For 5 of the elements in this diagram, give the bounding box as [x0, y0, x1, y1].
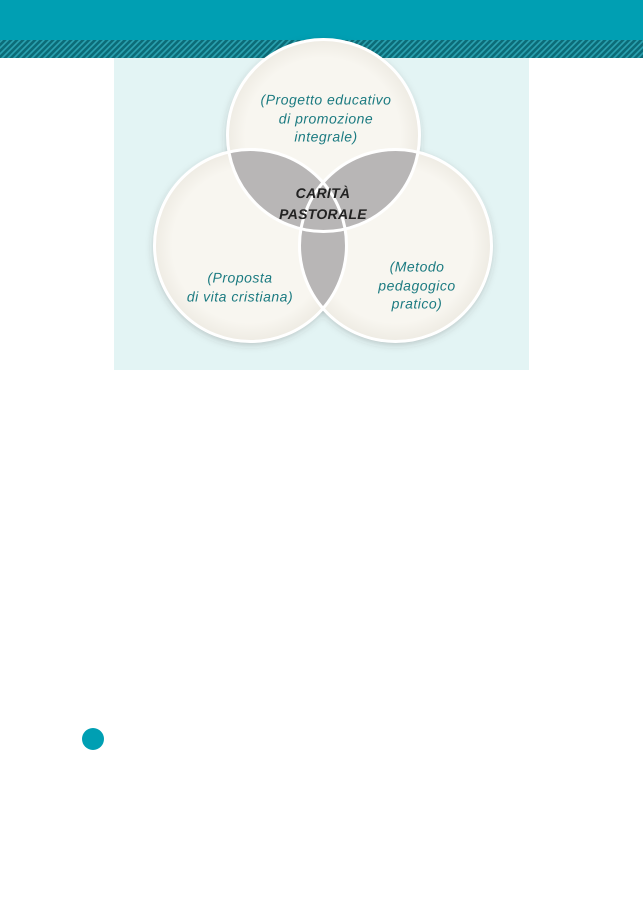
circle-label: (Proposta di vita cristiana) — [186, 268, 294, 306]
circle-label: (Metodo pedagogico pratico) — [378, 257, 456, 313]
center-label: CARITÀ PASTORALE — [279, 184, 367, 224]
venn-circle — [226, 38, 420, 232]
circle-label: (Progetto educativo di promozione integrale) — [260, 90, 392, 146]
